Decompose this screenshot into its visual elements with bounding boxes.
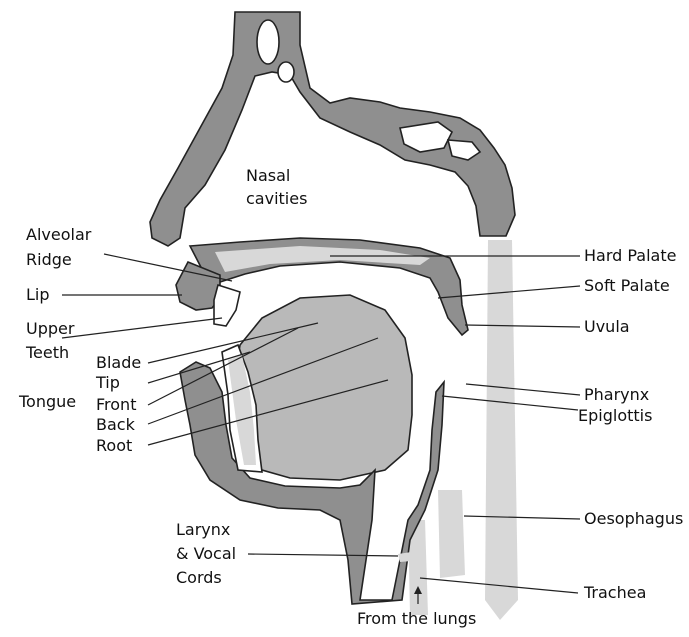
label-lip: Lip (26, 285, 50, 304)
label-tongue: Tongue (18, 392, 76, 411)
leader-pharynx (466, 384, 580, 395)
leader-teeth (62, 318, 222, 338)
pharynx-wall (485, 240, 518, 620)
label-oesophagus: Oesophagus (584, 509, 683, 528)
leader-larynx (248, 554, 398, 556)
label-front: Front (96, 395, 136, 414)
label-nasal: Nasal (246, 166, 290, 185)
label-epiglottis: Epiglottis (578, 406, 652, 425)
label-soft-palate: Soft Palate (584, 276, 670, 295)
oesophagus-tube (438, 490, 465, 578)
label-uvula: Uvula (584, 317, 630, 336)
label-teeth: Teeth (25, 343, 69, 362)
sinus-1 (257, 20, 279, 64)
label-blade: Blade (96, 353, 141, 372)
leader-uvula (465, 325, 580, 327)
label-cords: Cords (176, 568, 222, 587)
label-trachea: Trachea (583, 583, 646, 602)
label-tip: Tip (95, 373, 120, 392)
label-upper: Upper (26, 319, 75, 338)
label-root: Root (96, 436, 132, 455)
nasal-structure (150, 12, 515, 246)
leader-oesophagus (464, 516, 580, 519)
label-hard-palate: Hard Palate (584, 246, 676, 265)
label-back: Back (96, 415, 136, 434)
label-pharynx: Pharynx (584, 385, 649, 404)
label-cavities: cavities (246, 189, 307, 208)
sinus-2 (278, 62, 294, 82)
label-from-lungs: From the lungs (357, 609, 476, 628)
label-alveolar: Alveolar (26, 225, 92, 244)
label-vocal: & Vocal (176, 544, 236, 563)
label-ridge: Ridge (26, 250, 72, 269)
upper-teeth (214, 285, 240, 326)
label-larynx: Larynx (176, 520, 230, 539)
